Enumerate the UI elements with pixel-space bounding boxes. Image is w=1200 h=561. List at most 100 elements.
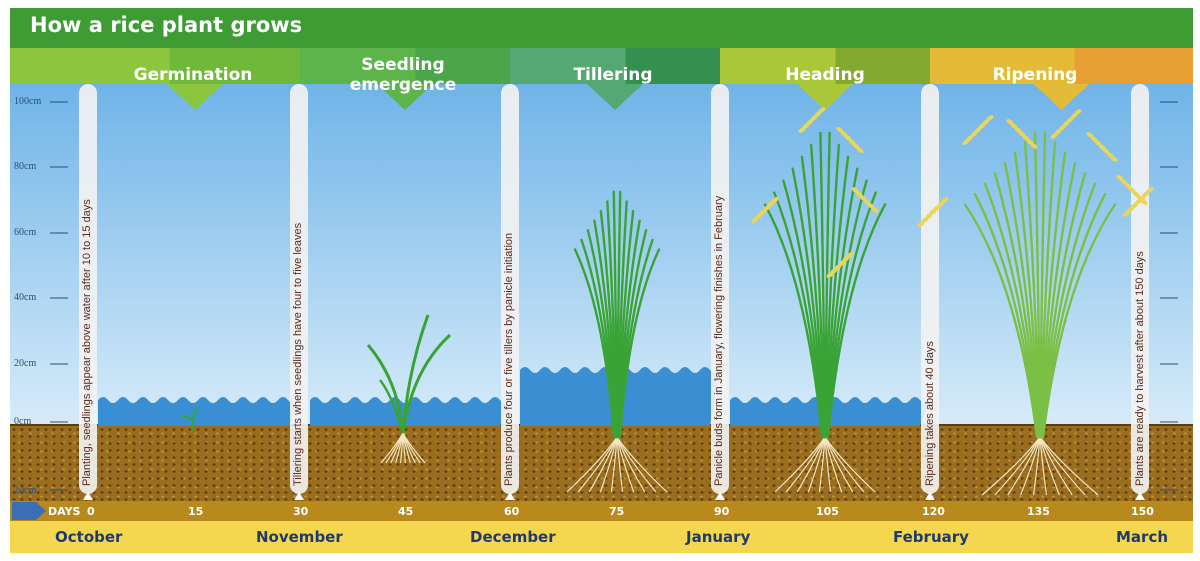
milestone-pointer-1: [294, 492, 304, 500]
month-november: November: [256, 528, 343, 546]
stage-label-germination: Germination: [133, 65, 253, 85]
plant-root: [402, 432, 426, 464]
month-december: December: [470, 528, 556, 546]
plant-grain: [798, 127, 806, 133]
milestone-pointer-5: [1135, 492, 1145, 500]
milestone-pillar-1: [290, 84, 308, 494]
day-tick-60: 60: [504, 505, 520, 518]
month-october: October: [55, 528, 123, 546]
plant-grain: [962, 139, 970, 145]
height-label-40: 40cm: [14, 292, 37, 303]
day-tick-135: 135: [1027, 505, 1050, 518]
day-tick-105: 105: [816, 505, 839, 518]
month-january: January: [686, 528, 751, 546]
water-layer-0: [98, 397, 298, 426]
height-label-0: 0cm: [14, 416, 32, 427]
day-axis-bar: [10, 501, 1193, 521]
title-bar: How a rice plant grows: [10, 8, 1193, 48]
plant-root: [994, 436, 1041, 496]
milestone-pillar-2: [501, 84, 519, 494]
milestone-pointer-4: [925, 492, 935, 500]
day-tick-45: 45: [398, 505, 414, 518]
plant-root: [1039, 436, 1073, 496]
plant-grain: [856, 147, 864, 153]
milestone-pointer-3: [715, 492, 725, 500]
stage-banner-accent-2: [625, 48, 720, 84]
stage-banners: [10, 48, 1193, 110]
plant-root: [1007, 436, 1041, 496]
milestone-pillar-4: [921, 84, 939, 494]
stage-banner-accent-0: [169, 48, 300, 84]
plant-root: [824, 436, 876, 493]
plant-germination: [180, 406, 198, 433]
day-tick-75: 75: [609, 505, 625, 518]
milestone-pillar-5: [1131, 84, 1149, 494]
plant-root: [981, 436, 1041, 496]
plant-root: [807, 436, 826, 493]
stage-banner-accent-4: [1074, 48, 1193, 84]
plant-seedling: [366, 314, 452, 464]
day-tick-120: 120: [922, 505, 945, 518]
month-bar: [10, 521, 1193, 553]
plant-grain: [751, 217, 759, 223]
stage-label-ripening: Ripening: [992, 65, 1078, 85]
day-tick-90: 90: [714, 505, 730, 518]
plant-leaf: [618, 248, 661, 439]
plant-leaf: [366, 344, 405, 434]
plant-root: [1039, 436, 1060, 496]
month-february: February: [893, 528, 969, 546]
milestone-pillars: [79, 84, 1149, 500]
plant-tillering: [566, 190, 668, 493]
plant-root: [577, 436, 618, 493]
plant-grain: [1122, 211, 1130, 217]
plant-root: [1020, 436, 1041, 496]
plant-leaf: [826, 203, 887, 439]
milestone-pointer-0: [83, 492, 93, 500]
plant-grain: [1110, 156, 1118, 162]
plant-leaf: [1041, 203, 1117, 439]
plant-grain: [826, 272, 834, 278]
stage-banner-accent-3: [835, 48, 930, 84]
days-label: DAYS: [48, 505, 81, 518]
plant-root: [599, 436, 618, 493]
plant-root: [616, 436, 668, 493]
plant-leaf: [180, 415, 193, 421]
plant-grain: [1140, 199, 1148, 205]
plant-leaf: [401, 333, 452, 434]
height-label-20: 20cm: [14, 358, 37, 369]
plant-grain: [871, 207, 879, 213]
stage-label-heading: Heading: [785, 65, 865, 85]
rice-plants: [180, 107, 1154, 496]
plant-root: [1039, 436, 1099, 496]
stage-banner-accent-1: [415, 48, 510, 84]
height-label-minus-20: 20cm: [14, 485, 37, 496]
height-axis-ticks: [50, 101, 1178, 491]
plant-leaf: [191, 406, 198, 433]
milestone-pointer-2: [505, 492, 515, 500]
stage-label-tillering: Tillering: [573, 65, 653, 85]
day-tick-15: 15: [188, 505, 204, 518]
plant-grain: [917, 221, 925, 227]
day-tick-0: 0: [87, 505, 95, 518]
plant-grain: [1030, 143, 1038, 149]
plant-root: [1032, 436, 1041, 496]
plant-heading: [751, 107, 887, 493]
plant-root: [1039, 436, 1048, 496]
water-layer-1: [310, 397, 510, 426]
plant-ripening: [917, 109, 1154, 496]
month-march: March: [1116, 528, 1169, 546]
milestone-pillar-3: [711, 84, 729, 494]
plant-grain: [1050, 133, 1058, 139]
stage-label-seedling-emergence: Seedling emergence: [349, 55, 457, 95]
height-label-100: 100cm: [14, 96, 42, 107]
height-label-80: 80cm: [14, 161, 37, 172]
height-label-60: 60cm: [14, 227, 37, 238]
day-tick-150: 150: [1131, 505, 1154, 518]
plant-root: [785, 436, 826, 493]
diagram-title: How a rice plant grows: [30, 13, 303, 37]
milestone-pillar-0: [79, 84, 97, 494]
plant-leaf: [379, 379, 405, 434]
